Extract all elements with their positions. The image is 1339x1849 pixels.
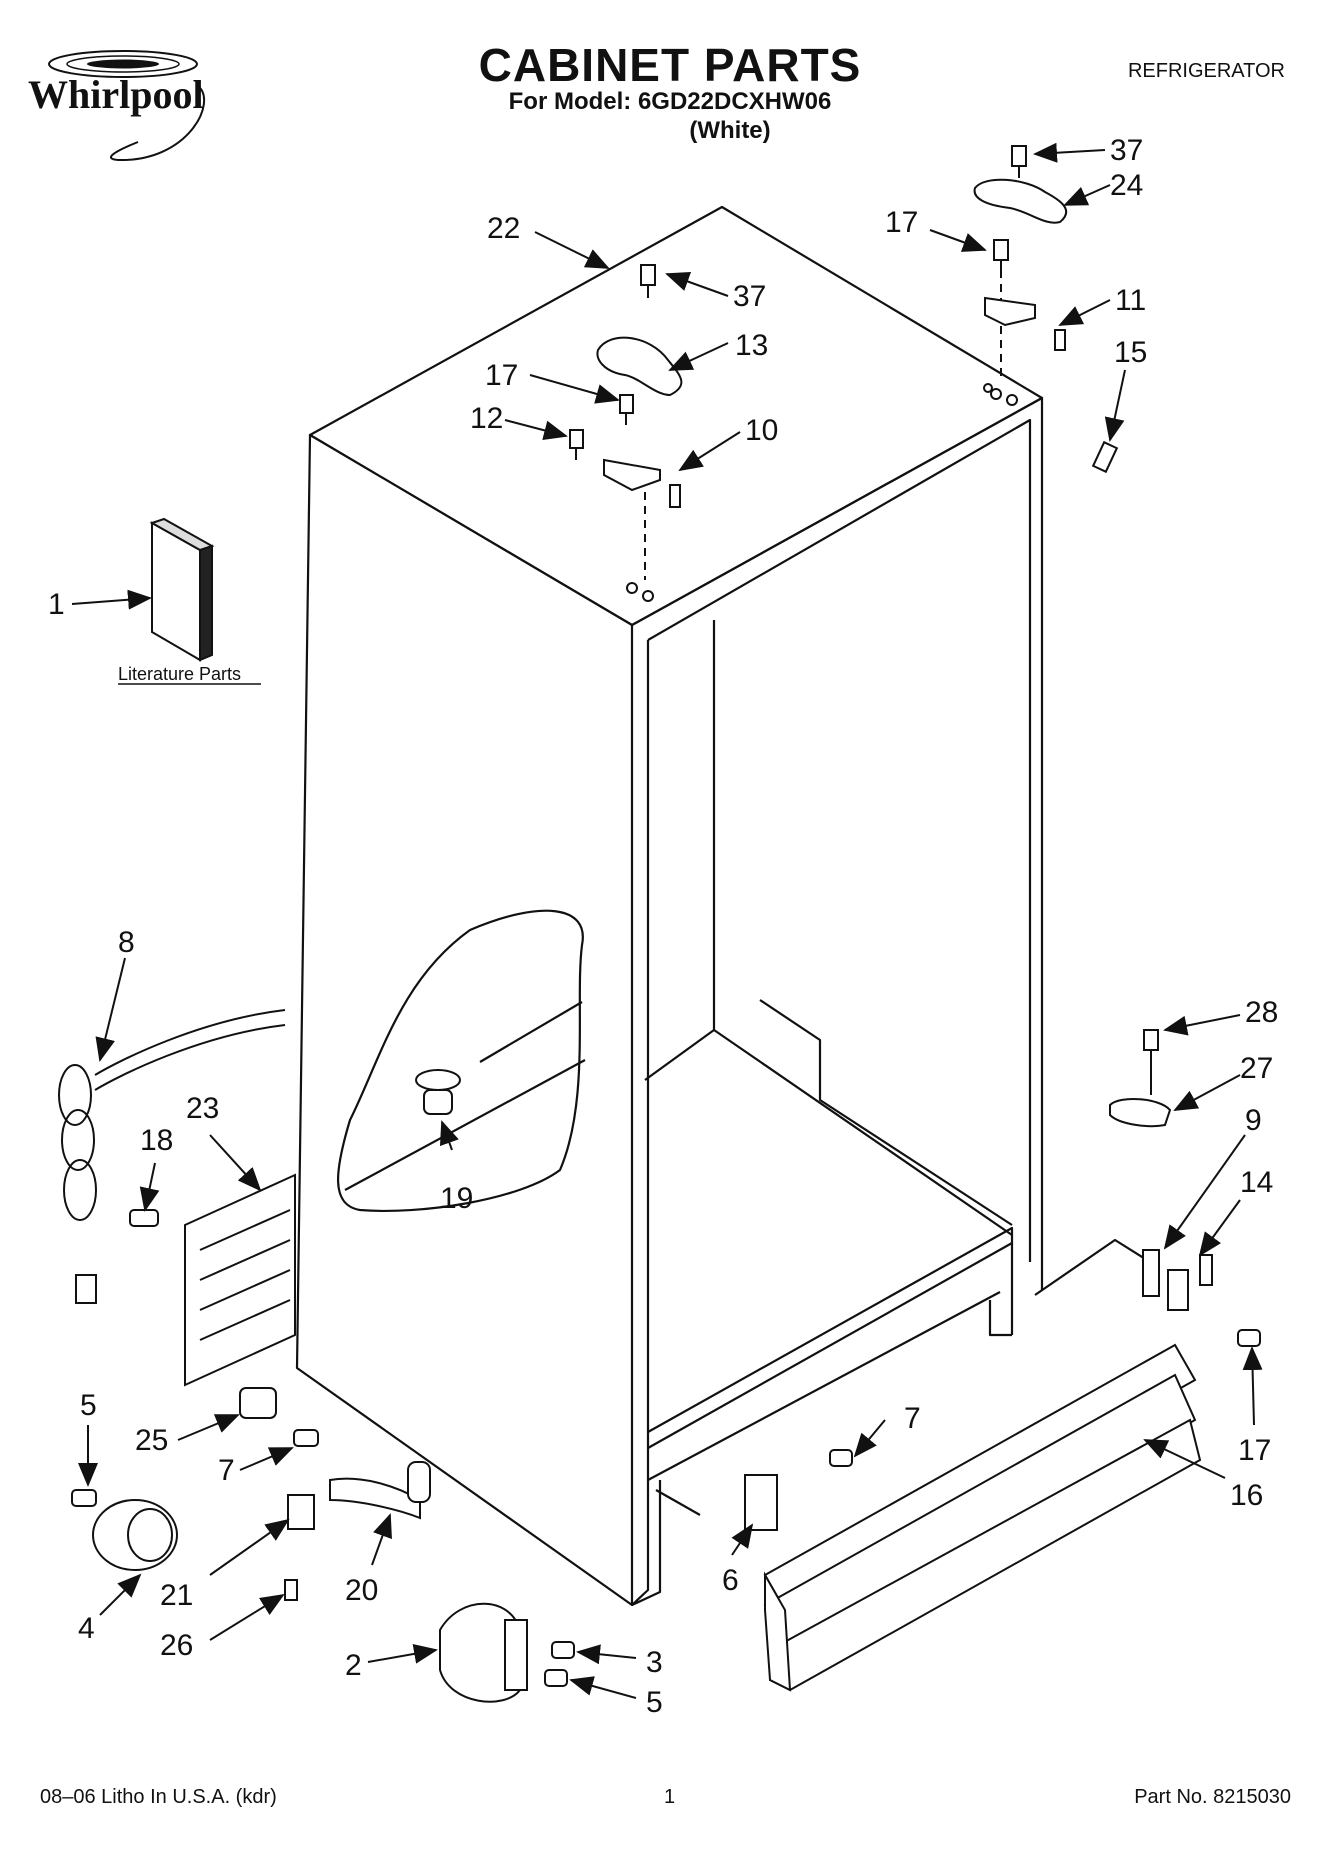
- hardware-parts: [58, 145, 1261, 1703]
- callout-leaders: [71, 142, 1263, 1699]
- callout-number: 16: [1230, 1479, 1263, 1512]
- whirlpool-logo: Whirlpool: [28, 50, 205, 162]
- callout-number: 13: [735, 329, 768, 362]
- callout-number: 21: [160, 1579, 193, 1612]
- model-number: For Model: 6GD22DCXHW06: [508, 88, 832, 115]
- print-info: 08–06 Litho In U.S.A. (kdr): [40, 1786, 277, 1808]
- callout-number: 15: [1114, 336, 1147, 369]
- callout-number: 14: [1240, 1166, 1273, 1199]
- literature-book: [149, 517, 215, 662]
- callout-number: 7: [218, 1454, 235, 1487]
- callout-number: 23: [186, 1092, 219, 1125]
- callout-number: 25: [135, 1424, 168, 1457]
- callout-number: 12: [470, 402, 503, 435]
- model-color: (White): [689, 117, 771, 144]
- callout-number: 26: [160, 1629, 193, 1662]
- callout-number: 37: [733, 280, 766, 313]
- callout-number: 22: [487, 212, 520, 245]
- page-number: 1: [664, 1786, 676, 1808]
- callout-number: 17: [1238, 1434, 1271, 1467]
- callout-number: 5: [80, 1389, 97, 1422]
- callout-number: 18: [140, 1124, 173, 1157]
- callout-number: 19: [440, 1182, 473, 1215]
- callout-number: 7: [904, 1402, 921, 1435]
- callout-number: 11: [1115, 284, 1146, 317]
- callout-number: 1: [48, 588, 65, 621]
- callout-number: 10: [745, 414, 778, 447]
- callout-number: 9: [1245, 1104, 1262, 1137]
- callout-labels: 37 24 17 11 15 22 37 13 17 12 10 1 8 23 …: [48, 134, 1278, 1719]
- callout-number: 3: [646, 1646, 663, 1679]
- callout-number: 37: [1110, 134, 1143, 167]
- callout-number: 17: [485, 359, 518, 392]
- callout-number: 27: [1240, 1052, 1273, 1085]
- page-title: CABINET PARTS: [478, 39, 862, 91]
- svg-text:Whirlpool: Whirlpool: [28, 72, 204, 117]
- callout-number: 20: [345, 1574, 378, 1607]
- part-number: Part No. 8215030: [1134, 1786, 1291, 1808]
- callout-number: 28: [1245, 996, 1278, 1029]
- literature-parts-label: Literature Parts: [118, 664, 241, 684]
- appliance-category: REFRIGERATOR: [1127, 60, 1285, 82]
- callout-number: 6: [722, 1564, 739, 1597]
- callout-number: 24: [1110, 169, 1143, 202]
- callout-number: 5: [646, 1686, 663, 1719]
- callout-number: 4: [78, 1612, 95, 1645]
- cabinet-body: [295, 205, 1151, 1607]
- callout-number: 2: [345, 1649, 362, 1682]
- callout-number: 17: [885, 206, 918, 239]
- callout-number: 8: [118, 926, 135, 959]
